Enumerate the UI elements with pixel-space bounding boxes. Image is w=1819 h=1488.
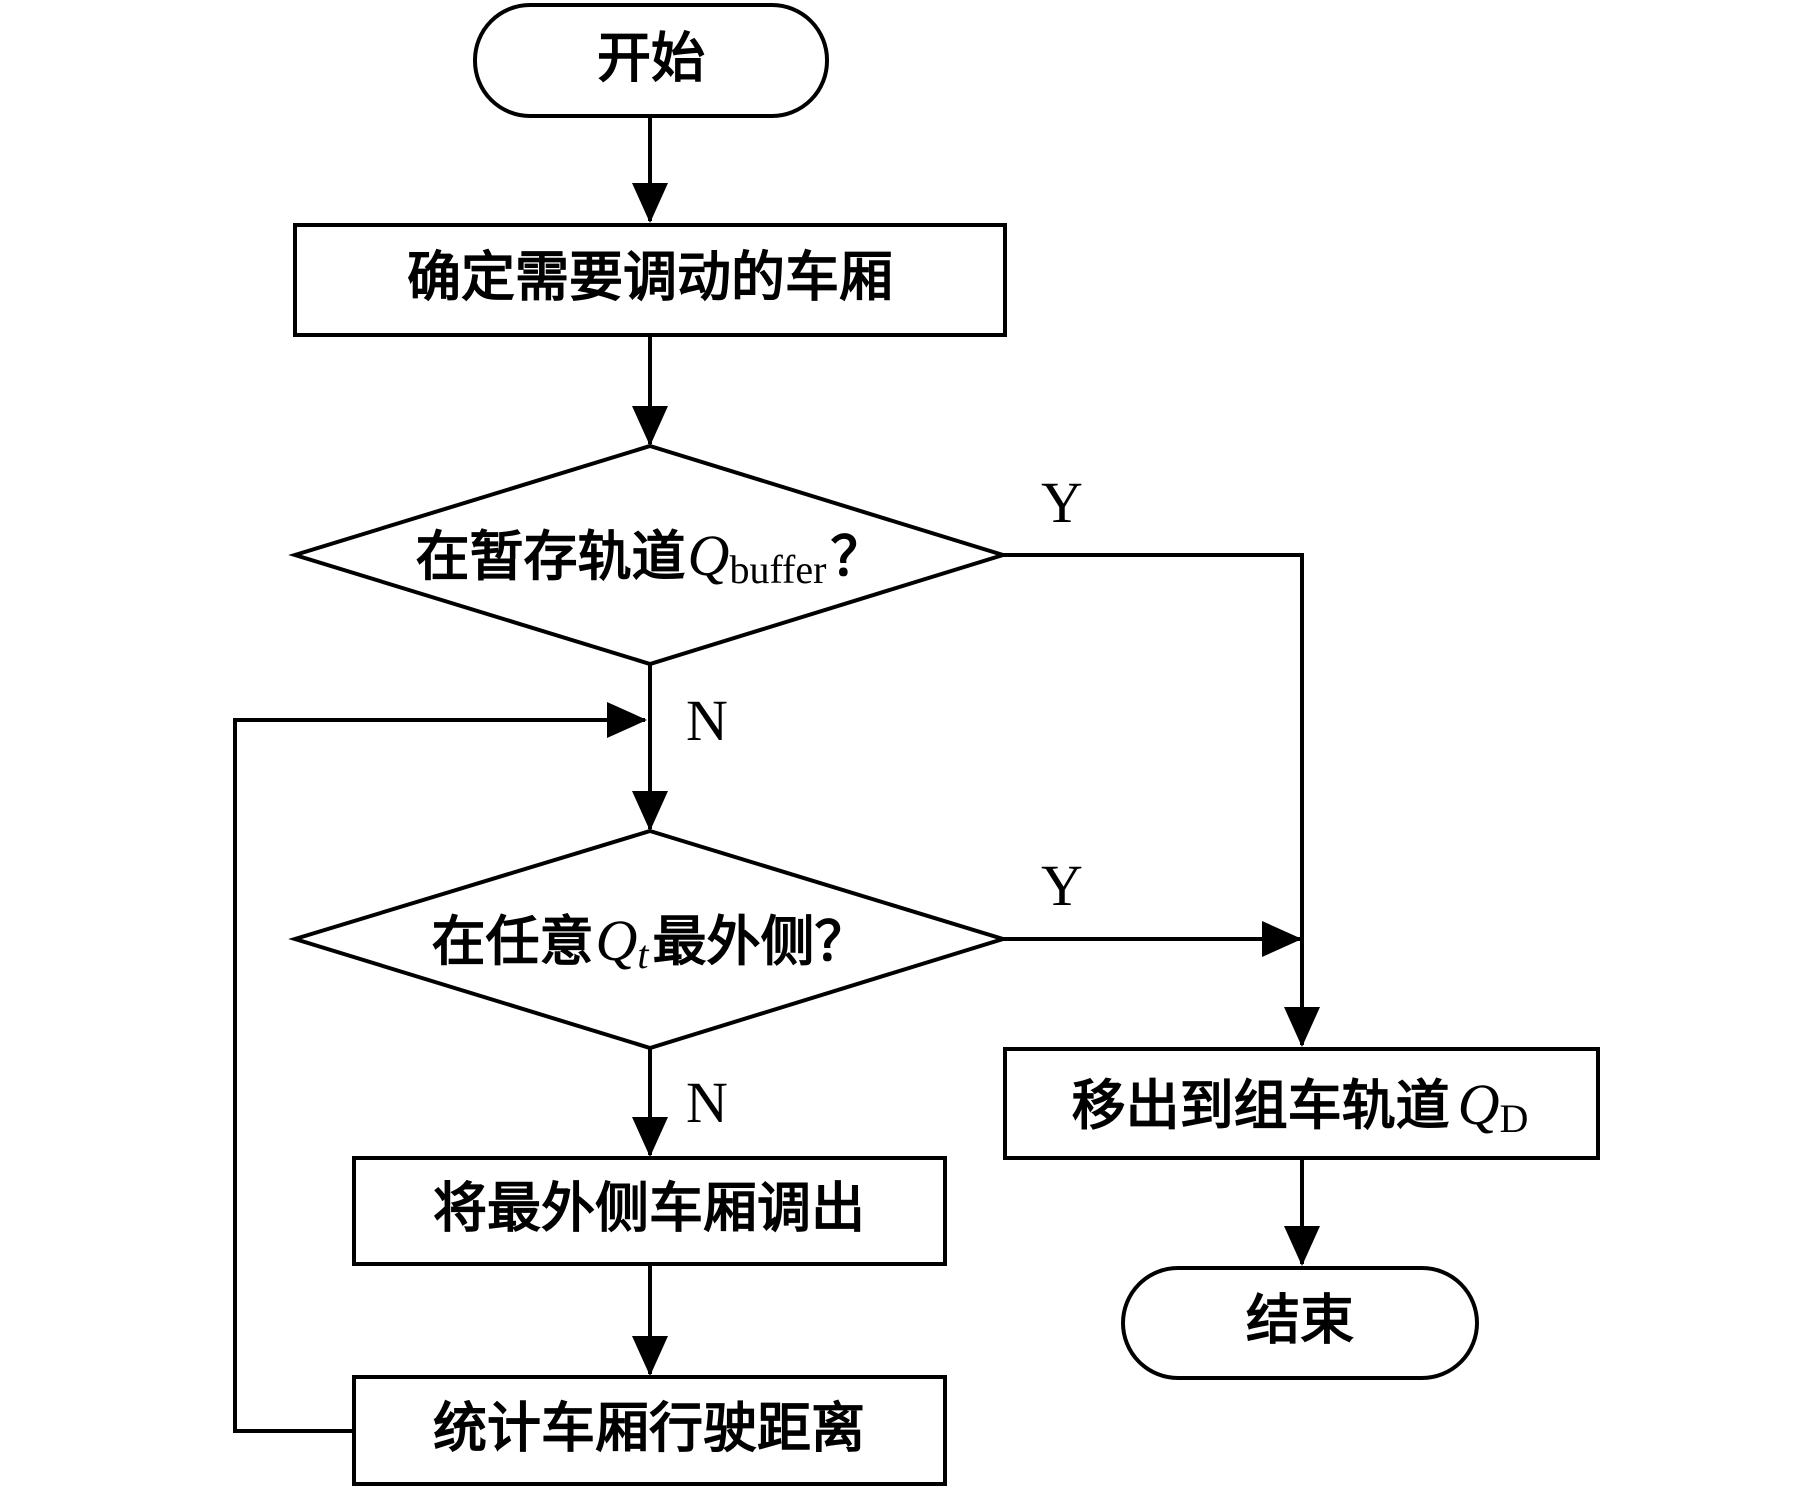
decision-outermost-text: 在任意Qt最外侧？: [431, 908, 868, 977]
decision-buffer-text: 在暂存轨道Qbuffer？: [416, 523, 885, 592]
count-distance-box: 统计车厢行驶距离: [352, 1375, 947, 1486]
start-terminal: 开始: [473, 3, 829, 118]
start-label: 开始: [597, 27, 705, 90]
decision-buffer-track: 在暂存轨道Qbuffer？: [288, 443, 1010, 667]
edge-buffer-yes: [1003, 553, 1320, 1047]
determine-carriage-label: 确定需要调动的车厢: [407, 246, 893, 309]
edge-loop-back: [233, 702, 647, 1433]
decision-outermost: 在任意Qt最外侧？: [288, 828, 1010, 1051]
edge-label-outermost-yes: Y: [1041, 853, 1083, 918]
shunt-out-label: 将最外侧车厢调出: [433, 1177, 865, 1240]
end-terminal: 结束: [1121, 1266, 1479, 1380]
edge-label-buffer-yes: Y: [1041, 470, 1083, 535]
count-distance-label: 统计车厢行驶距离: [433, 1397, 865, 1460]
end-label: 结束: [1246, 1289, 1354, 1352]
edge-label-buffer-no: N: [686, 688, 728, 753]
determine-carriage-box: 确定需要调动的车厢: [293, 223, 1007, 337]
edge-label-outermost-no: N: [686, 1070, 728, 1135]
shunt-out-box: 将最外侧车厢调出: [352, 1156, 947, 1266]
